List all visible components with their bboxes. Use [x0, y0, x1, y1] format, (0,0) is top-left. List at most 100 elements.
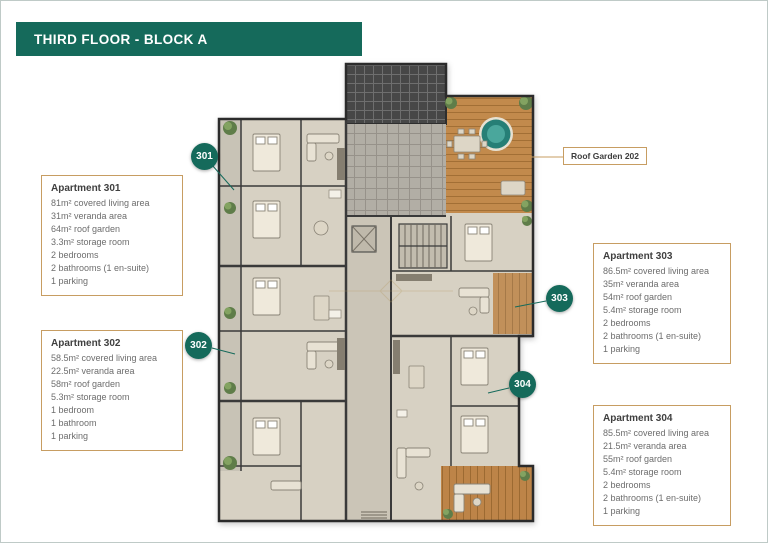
plant: [223, 121, 237, 135]
badge-301-label: 301: [196, 151, 213, 162]
info-line: 2 bathrooms (1 en-suite): [603, 493, 702, 504]
watermark: [329, 279, 453, 303]
info-line: 2 bedrooms: [603, 318, 651, 329]
info-line: 58.5m² covered living area: [51, 353, 158, 363]
info-line: 2 bedrooms: [603, 480, 651, 491]
sofa: [306, 341, 340, 370]
info-line: 1 parking: [51, 276, 89, 287]
info-line: 1 parking: [603, 344, 641, 355]
roof-garden-label: Roof Garden 202: [563, 147, 648, 165]
bed: [252, 277, 281, 316]
sofa: [396, 447, 431, 479]
info-line: 55m² roof garden: [603, 454, 673, 465]
apartment-303-info-box: Apartment 303 86.5m² covered living area…: [593, 243, 731, 365]
page-title: THIRD FLOOR - BLOCK A: [34, 31, 208, 47]
badge-302-label: 302: [190, 340, 207, 351]
hot-tub: [479, 117, 513, 151]
bed: [464, 223, 493, 262]
elevator: [351, 225, 377, 253]
apartment-304-info-box: Apartment 304 85.5m² covered living area…: [593, 405, 731, 527]
outdoor-dining-table: [446, 128, 488, 160]
interior-walls: [219, 119, 533, 521]
plant: [224, 202, 236, 214]
info-line: 81m² covered living area: [51, 198, 150, 208]
info-line: 22.5m² veranda area: [51, 366, 135, 377]
info-line: 5.4m² storage room: [603, 467, 682, 478]
info-line: 35m² veranda area: [603, 279, 680, 290]
sofas: [270, 133, 491, 513]
coffee-table: [468, 306, 478, 316]
apt303-wood-floor: [493, 273, 533, 334]
sofa: [458, 287, 490, 314]
info-line: 1 parking: [51, 431, 89, 442]
info-line: 1 bedroom: [51, 405, 95, 416]
plant: [521, 200, 533, 212]
info-line: 5.3m² storage room: [51, 392, 130, 403]
dining-table: [408, 365, 425, 389]
info-line: 2 bathrooms (1 en-suite): [603, 331, 702, 342]
badge-303-label: 303: [551, 293, 568, 304]
coffee-table: [472, 497, 482, 507]
badge-302: 302: [185, 332, 212, 359]
page-title-banner: THIRD FLOOR - BLOCK A: [16, 22, 362, 56]
badge-304: 304: [509, 371, 536, 398]
coffee-table: [414, 481, 424, 491]
coffee-table: [324, 151, 334, 161]
tiled-terrace: [346, 124, 446, 216]
info-line: 85.5m² covered living area: [603, 428, 710, 438]
plants: [223, 96, 533, 519]
plant: [519, 96, 533, 110]
bed: [460, 347, 489, 386]
dining-table: [313, 220, 329, 236]
info-line: 21.5m² veranda area: [603, 441, 687, 452]
sofa: [270, 480, 302, 491]
dark-roof: [345, 63, 447, 125]
apartment-301-title: Apartment 301: [51, 183, 121, 194]
info-line: 58m² roof garden: [51, 379, 121, 390]
info-line: 3.3m² storage room: [51, 237, 130, 248]
info-line: 5.4m² storage room: [603, 305, 682, 316]
floor-plan: [217, 62, 535, 523]
apartment-304-title: Apartment 304: [603, 413, 673, 424]
apartment-302-title: Apartment 302: [51, 338, 121, 349]
bed: [252, 200, 281, 239]
dining-table: [313, 295, 330, 321]
plant: [520, 471, 530, 481]
info-line: 31m² veranda area: [51, 211, 128, 222]
plant: [224, 307, 236, 319]
info-line: 1 bathroom: [51, 418, 97, 429]
roof-garden-label-text: Roof Garden 202: [571, 151, 640, 161]
kitchen-counters: [337, 148, 432, 374]
stairs: [398, 223, 448, 269]
badge-301: 301: [191, 143, 218, 170]
beds: [252, 133, 493, 456]
outer-wall: [217, 62, 535, 523]
apartment-301-info-box: Apartment 301 81m² covered living area 3…: [41, 175, 183, 297]
tables: [313, 151, 482, 507]
plant: [445, 97, 457, 109]
deck-lounge: [500, 180, 526, 196]
balcony-strip: [219, 119, 241, 471]
bed: [460, 415, 489, 454]
plant: [522, 216, 532, 226]
info-line: 54m² roof garden: [603, 292, 673, 303]
plant: [223, 456, 237, 470]
corridor: [346, 216, 391, 521]
bed: [252, 417, 281, 456]
info-line: 86.5m² covered living area: [603, 266, 710, 276]
info-line: 2 bedrooms: [51, 250, 99, 261]
info-line: 2 bathrooms (1 en-suite): [51, 263, 150, 274]
outdoor-sofa: [453, 483, 491, 513]
apartment-302-info-box: Apartment 302 58.5m² covered living area…: [41, 330, 183, 452]
plant: [443, 509, 453, 519]
info-line: 1 parking: [603, 506, 641, 517]
bathroom-fixtures: [328, 189, 408, 418]
sofa: [306, 133, 340, 162]
plant: [224, 382, 236, 394]
coffee-table: [324, 359, 334, 369]
info-line: 64m² roof garden: [51, 224, 121, 235]
badge-304-label: 304: [514, 379, 531, 390]
apartment-303-title: Apartment 303: [603, 251, 673, 262]
entrance-steps: [361, 511, 387, 519]
